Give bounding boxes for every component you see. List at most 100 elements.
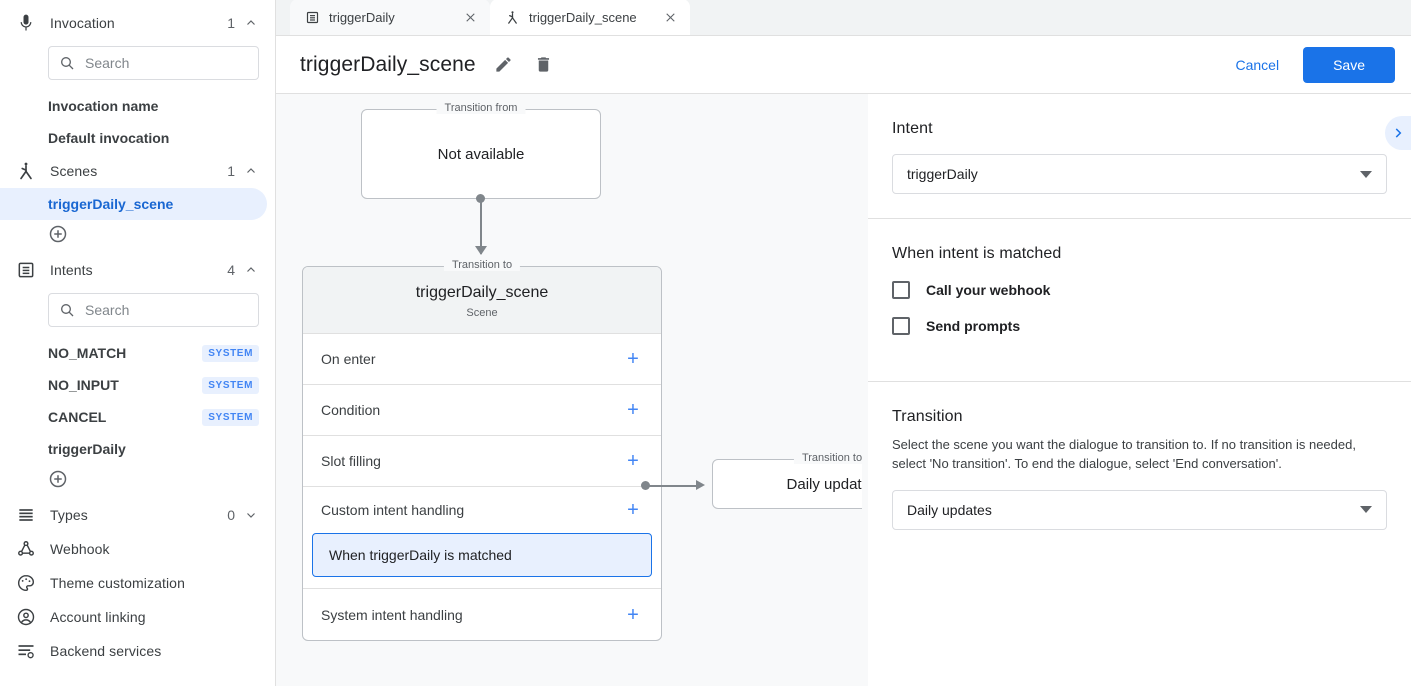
sidebar-item-label: Webhook	[50, 541, 110, 557]
checkbox-box[interactable]	[892, 281, 910, 299]
transition-target-node[interactable]: Transition to Daily updates	[712, 452, 862, 509]
left-sidebar: Invocation 1 Invocation name Default inv…	[0, 0, 276, 686]
main-area: triggerDaily triggerDaily_scene triggerD…	[276, 0, 1411, 686]
transition-from-value: Not available	[437, 145, 525, 163]
add-circle-icon[interactable]	[48, 224, 68, 244]
edge-source-dot	[476, 194, 485, 203]
add-circle-icon[interactable]	[48, 469, 68, 489]
add-intent-row	[0, 465, 275, 498]
scene-row-system-intent-handling[interactable]: System intent handling +	[303, 589, 661, 640]
intent-select[interactable]: triggerDaily	[892, 154, 1387, 194]
edge-horizontal	[645, 485, 701, 487]
scene-card-title: triggerDaily_scene	[415, 284, 549, 301]
cancel-button[interactable]: Cancel	[1219, 48, 1295, 82]
sidebar-item-theme-customization[interactable]: Theme customization	[0, 566, 275, 600]
transition-section: Transition Select the scene you want the…	[868, 382, 1411, 554]
sidebar-section-count: 1	[227, 15, 235, 31]
sidebar-item-label: CANCEL	[48, 409, 107, 425]
sidebar-section-label: Scenes	[50, 163, 98, 179]
intent-handler-item[interactable]: When triggerDaily is matched	[312, 533, 652, 577]
close-icon[interactable]	[662, 9, 678, 25]
intent-select-value: triggerDaily	[907, 166, 978, 182]
sidebar-section-scenes[interactable]: Scenes 1	[0, 154, 275, 188]
add-custom-intent-icon[interactable]: +	[627, 499, 639, 521]
tab-bar: triggerDaily triggerDaily_scene	[276, 0, 1411, 36]
dropdown-caret-icon	[1360, 170, 1372, 178]
scene-merge-icon	[14, 159, 38, 183]
sidebar-section-types[interactable]: Types 0	[0, 498, 275, 532]
sidebar-item-label: Invocation name	[48, 98, 159, 114]
types-lines-icon	[14, 503, 38, 527]
chevron-up-icon[interactable]	[245, 17, 257, 29]
transition-select[interactable]: Daily updates	[892, 489, 1387, 530]
chevron-down-icon[interactable]	[245, 509, 257, 521]
add-condition-icon[interactable]: +	[627, 399, 639, 421]
intent-doc-icon	[304, 9, 320, 25]
search-icon	[61, 57, 74, 70]
sidebar-item-no-input[interactable]: NO_INPUT SYSTEM	[0, 369, 275, 401]
invocation-search-input[interactable]	[85, 55, 248, 71]
scene-row-label: Condition	[321, 402, 381, 418]
intent-heading: Intent	[892, 120, 933, 137]
sidebar-section-label: Intents	[50, 262, 93, 278]
add-slot-filling-icon[interactable]: +	[627, 450, 639, 472]
sidebar-section-invocation[interactable]: Invocation 1	[0, 6, 275, 40]
intents-search[interactable]	[48, 293, 259, 327]
sidebar-section-count: 4	[227, 262, 235, 278]
webhook-nodes-icon	[14, 537, 38, 561]
scene-row-custom-intent-handling[interactable]: Custom intent handling +	[303, 487, 661, 533]
sidebar-item-webhook[interactable]: Webhook	[0, 532, 275, 566]
save-button[interactable]: Save	[1303, 46, 1395, 83]
sidebar-section-count: 0	[227, 507, 235, 523]
transition-description: Select the scene you want the dialogue t…	[892, 437, 1356, 471]
sidebar-item-cancel[interactable]: CANCEL SYSTEM	[0, 401, 275, 433]
sidebar-item-backend-services[interactable]: Backend services	[0, 634, 275, 668]
invocation-search-wrap	[0, 40, 275, 90]
scene-row-label: Slot filling	[321, 453, 381, 469]
scene-card-header: triggerDaily_scene Scene	[303, 267, 661, 334]
tab-triggerdaily-scene[interactable]: triggerDaily_scene	[490, 0, 690, 35]
transition-from-node[interactable]: Transition from Not available	[361, 102, 601, 199]
scene-row-on-enter[interactable]: On enter +	[303, 334, 661, 385]
transition-from-legend: Transition from	[436, 102, 526, 114]
sidebar-item-account-linking[interactable]: Account linking	[0, 600, 275, 634]
chevron-up-icon[interactable]	[245, 264, 257, 276]
checkbox-call-your-webhook[interactable]: Call your webhook	[892, 281, 1387, 299]
sidebar-item-label: Default invocation	[48, 130, 170, 146]
pencil-icon[interactable]	[492, 53, 516, 77]
sidebar-item-default-invocation[interactable]: Default invocation	[0, 122, 275, 154]
sidebar-item-triggerdaily[interactable]: triggerDaily	[0, 433, 275, 465]
checkbox-box[interactable]	[892, 317, 910, 335]
sidebar-item-label: NO_INPUT	[48, 377, 119, 393]
sidebar-item-triggerdaily-scene[interactable]: triggerDaily_scene	[0, 188, 267, 220]
section-spacer	[892, 335, 1387, 357]
checkbox-send-prompts[interactable]: Send prompts	[892, 317, 1387, 335]
sidebar-section-count: 1	[227, 163, 235, 179]
transition-to-legend: Transition to	[443, 259, 521, 271]
chevron-up-icon[interactable]	[245, 165, 257, 177]
scene-graph-canvas[interactable]: Transition from Not available Transition…	[276, 94, 862, 686]
sidebar-item-label: triggerDaily_scene	[48, 196, 174, 212]
sidebar-item-label: Account linking	[50, 609, 146, 625]
invocation-search[interactable]	[48, 46, 259, 80]
scene-toolbar: triggerDaily_scene Cancel Save	[276, 36, 1411, 94]
sidebar-section-intents[interactable]: Intents 4	[0, 253, 275, 287]
chevron-right-icon[interactable]	[1385, 116, 1411, 150]
microphone-icon	[14, 11, 38, 35]
body-row: Transition from Not available Transition…	[276, 94, 1411, 686]
intents-search-input[interactable]	[85, 302, 248, 318]
scene-row-condition[interactable]: Condition +	[303, 385, 661, 436]
tab-triggerdaily[interactable]: triggerDaily	[290, 0, 490, 35]
scene-row-slot-filling[interactable]: Slot filling +	[303, 436, 661, 487]
add-system-intent-icon[interactable]: +	[627, 603, 639, 626]
sidebar-item-invocation-name[interactable]: Invocation name	[0, 90, 275, 122]
close-icon[interactable]	[462, 9, 478, 25]
add-on-enter-icon[interactable]: +	[627, 348, 639, 370]
trash-icon[interactable]	[532, 53, 556, 77]
sidebar-item-label: NO_MATCH	[48, 345, 127, 361]
sidebar-section-label: Types	[50, 507, 88, 523]
intent-section: Intent triggerDaily	[868, 94, 1411, 219]
tab-label: triggerDaily	[329, 9, 395, 25]
sidebar-item-no-match[interactable]: NO_MATCH SYSTEM	[0, 337, 275, 369]
